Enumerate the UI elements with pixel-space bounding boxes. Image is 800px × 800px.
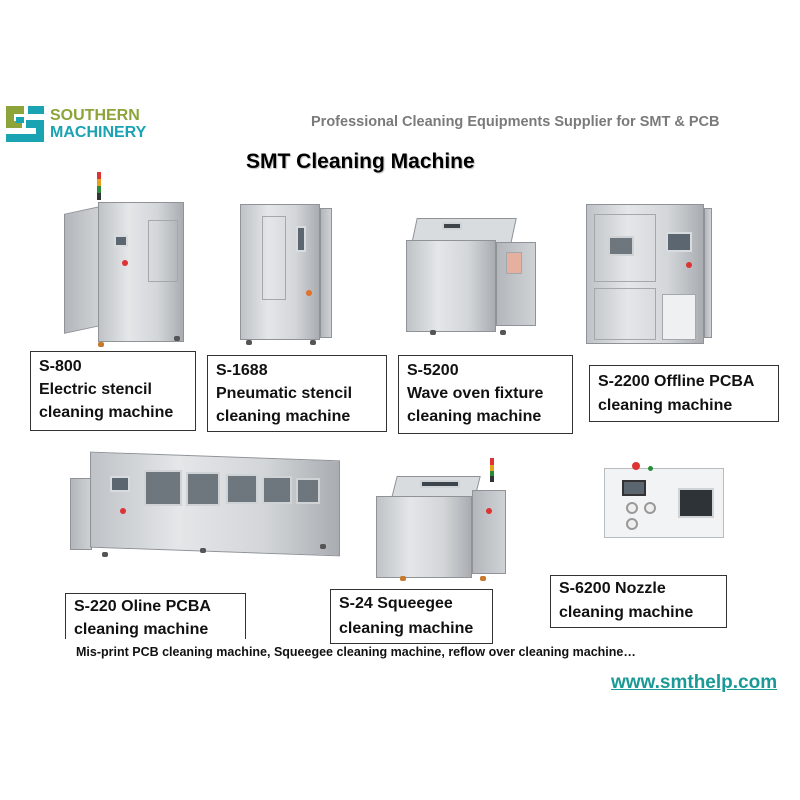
machine-image-s5200 [400,212,538,336]
control-screen [114,235,128,247]
logo-text-machinery: MACHINERY [50,124,147,141]
machine-desc: Wave oven fixture [407,385,544,402]
control-screen [622,480,646,496]
machine-desc: cleaning machine [407,408,542,425]
model-name: S-6200 Nozzle [559,580,666,597]
control-screen [296,226,306,252]
label-s24: S-24 Squeegee cleaning machine [330,589,493,644]
label-s800: S-800 Electric stencil cleaning machine [30,351,196,431]
footer-note: Mis-print PCB cleaning machine, Squeegee… [76,645,636,659]
machine-image-s1688 [240,198,334,346]
model-name: S-220 Oline PCBA [74,598,211,615]
label-s2200: S-2200 Offline PCBA cleaning machine [589,365,779,422]
logo-text-southern: SOUTHERN [50,107,140,124]
machine-desc: cleaning machine [598,397,733,414]
website-link[interactable]: www.smthelp.com [611,672,778,693]
logo-mark-icon [6,106,44,142]
machine-desc: Pneumatic stencil [216,385,353,402]
machine-desc: cleaning machine [74,621,209,638]
machine-image-s6200 [604,458,728,540]
label-s1688: S-1688 Pneumatic stencil cleaning machin… [207,355,387,432]
machine-image-s800 [64,172,186,350]
viewing-window [678,488,714,518]
machine-desc: cleaning machine [39,404,174,421]
label-s5200: S-5200 Wave oven fixture cleaning machin… [398,355,573,434]
model-name: S-24 Squeegee [339,595,453,612]
model-name: S-5200 [407,362,459,379]
tagline: Professional Cleaning Equipments Supplie… [311,114,720,130]
machine-desc: Electric stencil [39,381,152,398]
viewing-window [608,236,634,256]
machine-image-s220 [70,448,342,558]
label-s6200: S-6200 Nozzle cleaning machine [550,575,727,628]
control-screen [666,232,692,252]
machine-desc: cleaning machine [559,604,694,621]
signal-tower-icon [97,172,101,200]
control-screen [110,476,130,492]
signal-tower-icon [490,458,494,482]
company-logo: SOUTHERN MACHINERY [4,104,147,150]
model-name: S-1688 [216,362,268,379]
machine-desc: cleaning machine [216,408,351,425]
label-s220: S-220 Oline PCBA cleaning machine [65,593,246,639]
machine-desc: cleaning machine [339,620,474,637]
model-name: S-800 [39,358,82,375]
machine-image-s24 [374,458,506,584]
page-title: SMT Cleaning Machine [246,150,475,173]
model-name: S-2200 Offline PCBA [598,373,755,390]
machine-image-s2200 [586,198,712,348]
